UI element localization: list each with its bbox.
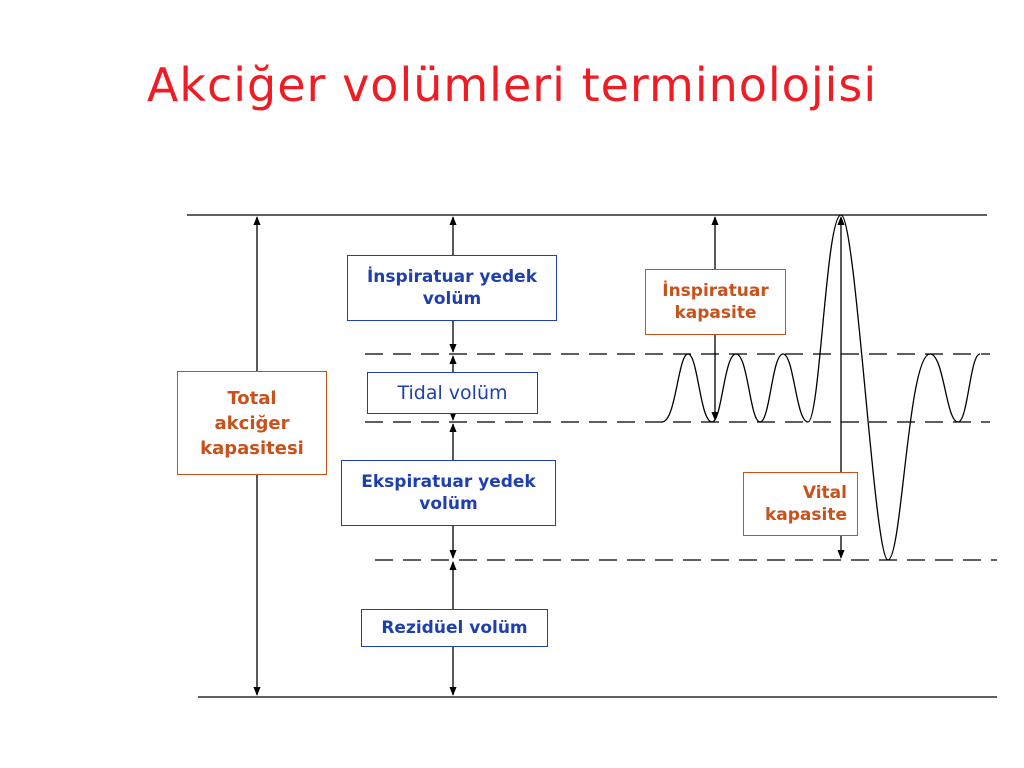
total-lung-capacity-label: Total akciğer kapasitesi bbox=[177, 371, 327, 475]
inspiratory-reserve-volume-label: İnspiratuar yedek volüm bbox=[347, 255, 557, 321]
inspiratory-capacity-label: İnspiratuar kapasite bbox=[645, 269, 786, 335]
vital-capacity-label: Vital kapasite bbox=[743, 472, 858, 536]
residual-volume-label: Rezidüel volüm bbox=[361, 609, 548, 647]
breathing-trace bbox=[661, 214, 981, 561]
expiratory-reserve-volume-label: Ekspiratuar yedek volüm bbox=[341, 460, 556, 526]
slide-title: Akciğer volümleri terminolojisi bbox=[146, 58, 878, 112]
tidal-volume-label: Tidal volüm bbox=[367, 372, 538, 414]
